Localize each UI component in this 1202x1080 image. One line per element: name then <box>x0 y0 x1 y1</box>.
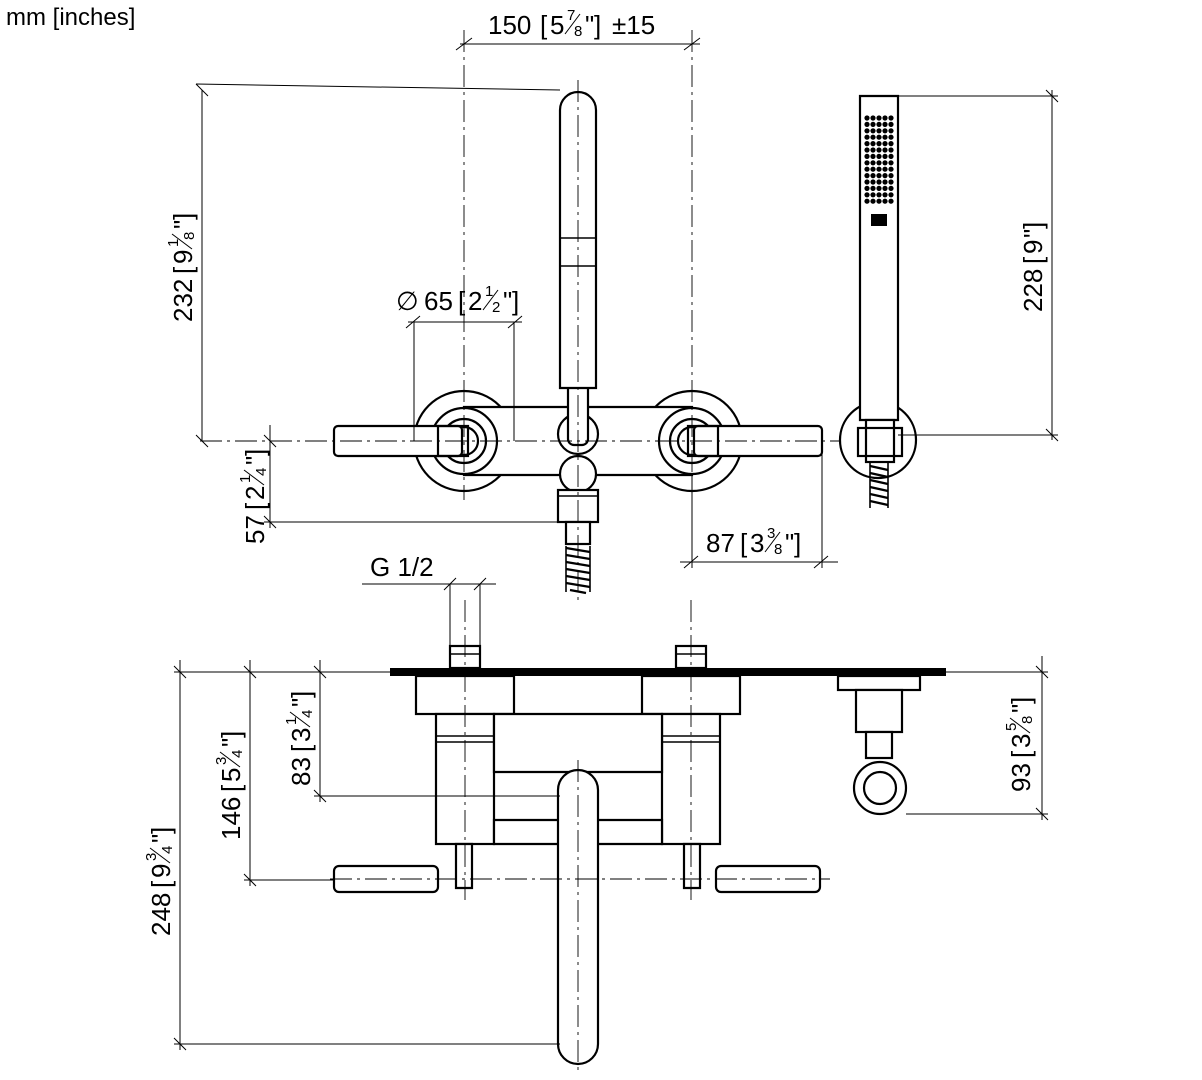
svg-text:4: 4 <box>299 710 316 718</box>
svg-text:3: 3 <box>767 525 775 542</box>
shower-spray-nozzles <box>864 115 894 204</box>
svg-text:2: 2 <box>468 286 482 316</box>
svg-text:[: [ <box>540 10 548 40</box>
svg-text:150: 150 <box>488 10 531 40</box>
svg-text:228: 228 <box>1018 269 1048 312</box>
svg-text:8: 8 <box>1019 716 1036 724</box>
svg-text:]: ] <box>1018 222 1048 229</box>
svg-text:]: ] <box>1006 697 1036 704</box>
svg-text:3: 3 <box>286 728 316 742</box>
svg-text:7: 7 <box>567 7 575 24</box>
svg-text:57: 57 <box>240 515 270 544</box>
svg-text:5: 5 <box>216 768 246 782</box>
svg-text:[: [ <box>286 744 316 752</box>
dim-lower-offset: 57 [ 2 1 4 " ] <box>237 449 270 544</box>
svg-text:[: [ <box>168 266 198 274</box>
shower-handle <box>858 94 900 422</box>
svg-text:65: 65 <box>424 286 453 316</box>
dim-spout-projection-top: 83 [ 3 1 4 " ] <box>283 691 316 786</box>
hand-shower <box>838 94 918 508</box>
svg-text:4: 4 <box>229 750 246 758</box>
dim-spout-projection: 248 [ 9 3 4 " ] <box>143 827 176 936</box>
holder-ring <box>852 760 908 816</box>
front-view <box>200 30 840 600</box>
svg-text:8: 8 <box>774 541 782 558</box>
svg-text:3: 3 <box>750 528 764 558</box>
shower-button <box>871 214 887 226</box>
svg-text:]: ] <box>594 10 601 40</box>
svg-text:±15: ±15 <box>612 10 655 40</box>
svg-text:]: ] <box>216 731 246 738</box>
svg-text:[: [ <box>216 784 246 792</box>
svg-text:1: 1 <box>237 475 254 483</box>
svg-text:]: ] <box>168 213 198 220</box>
svg-text:9: 9 <box>146 864 176 878</box>
svg-text:9: 9 <box>168 250 198 264</box>
dim-spout-height: 232 [ 9 1 8 " ] <box>165 213 198 322</box>
svg-text:3: 3 <box>1006 734 1036 748</box>
svg-text:": " <box>240 456 270 465</box>
side-view <box>330 600 946 1070</box>
svg-text:": " <box>216 738 246 747</box>
svg-text:]: ] <box>512 286 519 316</box>
svg-text:": " <box>168 220 198 229</box>
svg-text:[: [ <box>458 286 466 316</box>
svg-text:[: [ <box>240 502 270 510</box>
svg-text:": " <box>503 286 512 316</box>
svg-text:8: 8 <box>574 23 582 40</box>
svg-text:": " <box>1018 229 1048 238</box>
svg-text:]: ] <box>794 528 801 558</box>
svg-text:4: 4 <box>159 846 176 854</box>
svg-text:4: 4 <box>253 468 270 476</box>
dimension-lines <box>173 37 1059 1051</box>
dim-spout-spacing: 150 [ 5 7 8 " ] ±15 <box>488 7 655 40</box>
svg-text:1: 1 <box>165 239 182 247</box>
svg-text:232: 232 <box>168 279 198 322</box>
svg-text:]: ] <box>240 449 270 456</box>
wall-plate <box>390 668 946 676</box>
svg-text:9: 9 <box>1018 240 1048 254</box>
svg-text:3: 3 <box>143 853 160 861</box>
dim-lever-length: 87 [ 3 3 8 " ] <box>706 525 801 558</box>
svg-text:3: 3 <box>213 757 230 765</box>
svg-text:]: ] <box>286 691 316 698</box>
dim-handshower-length: 228 [ 9 " ] <box>1018 222 1048 312</box>
svg-text:93: 93 <box>1006 763 1036 792</box>
svg-text:": " <box>785 528 794 558</box>
dim-lever-projection: 146 [ 5 3 4 " ] <box>213 731 246 840</box>
svg-text:1: 1 <box>283 717 300 725</box>
dim-holder-projection: 93 [ 3 5 8 " ] <box>1003 697 1036 792</box>
svg-text:": " <box>585 10 594 40</box>
shower-hose <box>869 464 889 507</box>
svg-text:[: [ <box>1006 750 1036 758</box>
dim-rosette-diameter: ∅ 65 [ 2 1 2 " ] <box>396 283 519 316</box>
svg-text:": " <box>286 698 316 707</box>
svg-text:5: 5 <box>1003 723 1020 731</box>
svg-text:]: ] <box>146 827 176 834</box>
svg-text:248: 248 <box>146 893 176 936</box>
svg-text:[: [ <box>740 528 748 558</box>
svg-text:1: 1 <box>485 283 493 300</box>
dim-thread: G 1/2 <box>370 552 434 582</box>
svg-text:2: 2 <box>492 299 500 316</box>
units-label: mm [inches] <box>6 4 136 31</box>
svg-text:": " <box>1006 704 1036 713</box>
svg-text:∅: ∅ <box>396 286 419 316</box>
svg-text:": " <box>146 834 176 843</box>
svg-text:8: 8 <box>181 232 198 240</box>
svg-text:5: 5 <box>550 10 564 40</box>
svg-text:[: [ <box>1018 256 1048 264</box>
svg-text:83: 83 <box>286 757 316 786</box>
svg-text:146: 146 <box>216 797 246 840</box>
svg-text:[: [ <box>146 880 176 888</box>
svg-text:2: 2 <box>240 486 270 500</box>
svg-text:87: 87 <box>706 528 735 558</box>
